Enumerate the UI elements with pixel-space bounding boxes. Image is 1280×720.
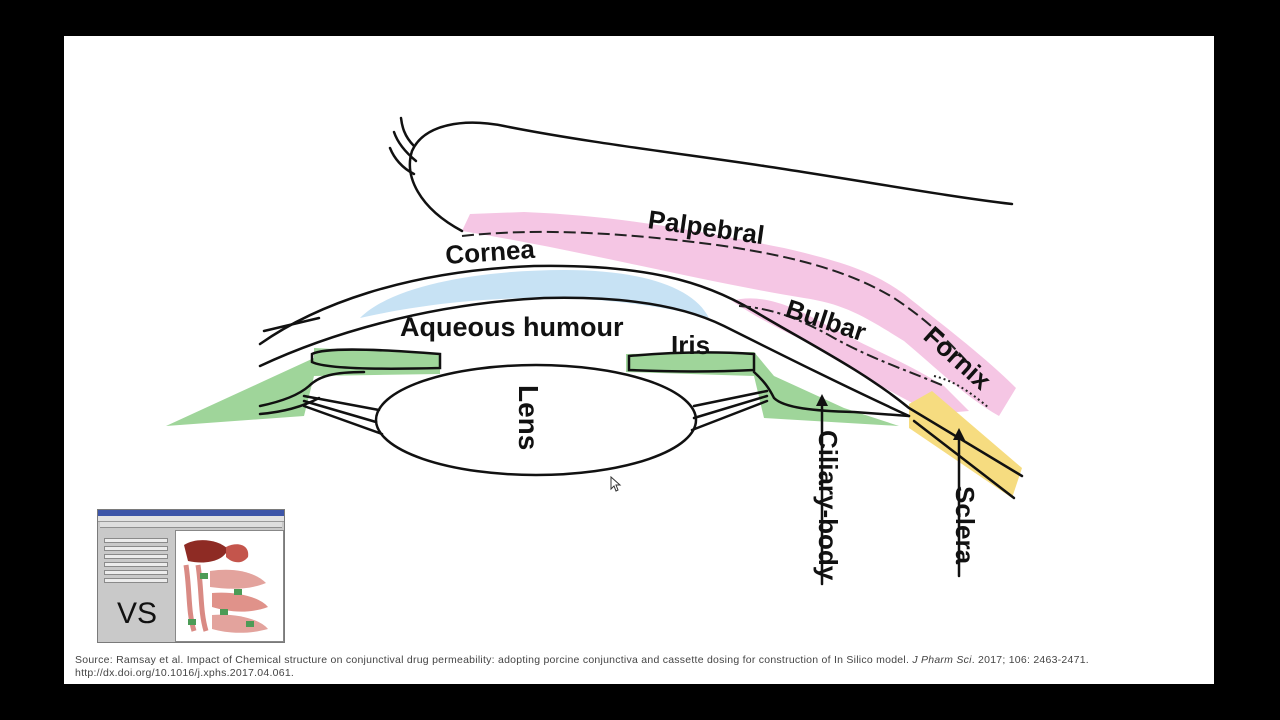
source-doi: http://dx.doi.org/10.1016/j.xphs.2017.04…	[75, 667, 295, 679]
thumbnail-control	[104, 578, 168, 583]
thumbnail-mode-block	[104, 529, 170, 536]
thumbnail-menubar	[98, 516, 284, 522]
source-text: Source: Ramsay et al. Impact of Chemical…	[75, 654, 910, 666]
label-sclera: Sclera	[950, 486, 980, 565]
thumbnail-caption: VS	[116, 597, 158, 630]
sclera-arrow-head	[953, 428, 965, 440]
slide: Palpebral Cornea Bulbar Fornix Aqueous h…	[64, 36, 1214, 684]
source-journal: J Pharm Sci	[912, 654, 972, 666]
fornix-dotted-line	[933, 375, 990, 409]
eyelash	[399, 116, 416, 148]
zonule	[692, 389, 769, 408]
limbus-stub	[262, 316, 321, 333]
eyelid-outline	[408, 121, 1014, 233]
ciliary-body-left	[258, 370, 366, 416]
label-ciliary-body: Ciliary-body	[813, 430, 843, 581]
thumbnail-control	[104, 538, 168, 543]
software-thumbnail: VS	[97, 509, 285, 643]
cornea-inner-curve	[258, 296, 911, 418]
bulbar-band	[732, 298, 969, 414]
digestive-system-model-icon	[175, 530, 284, 642]
bulbar-dashed-line	[738, 305, 945, 387]
iris-right	[627, 351, 756, 373]
zonule	[302, 404, 384, 436]
lens-outline	[374, 363, 698, 477]
thumbnail-control	[104, 570, 168, 575]
source-volume: . 2017; 106: 2463-2471.	[971, 654, 1089, 666]
cornea-region	[360, 270, 709, 318]
zonule	[692, 394, 769, 420]
cornea-outer-curve	[258, 264, 1024, 478]
eyelash	[392, 130, 418, 163]
iris-left	[310, 348, 442, 370]
zonule	[302, 399, 378, 424]
sclera-outer-line	[912, 419, 1016, 500]
label-cornea: Cornea	[444, 234, 536, 270]
source-citation: Source: Ramsay et al. Impact of Chemical…	[75, 654, 1195, 680]
mouse-cursor-icon	[610, 476, 622, 492]
iris-ciliary-left	[166, 348, 440, 426]
label-lens: Lens	[513, 385, 544, 450]
thumbnail-titlebar	[98, 510, 284, 516]
ciliary-body-arrow-head	[816, 394, 828, 406]
eyelash	[388, 146, 416, 176]
palpebral-dashed-line	[461, 230, 970, 365]
sclera-region	[909, 391, 1022, 498]
label-iris: Iris	[671, 330, 710, 360]
thumbnail-control	[104, 554, 168, 559]
ciliary-body-right	[752, 370, 911, 418]
thumbnail-control	[104, 546, 168, 551]
zonule	[690, 399, 769, 432]
thumbnail-tabs	[100, 522, 282, 528]
eye-cross-section-diagram: Palpebral Cornea Bulbar Fornix Aqueous h…	[166, 116, 1024, 586]
zonule	[302, 394, 381, 412]
label-aqueous-humour: Aqueous humour	[400, 312, 624, 342]
thumbnail-control	[104, 562, 168, 567]
